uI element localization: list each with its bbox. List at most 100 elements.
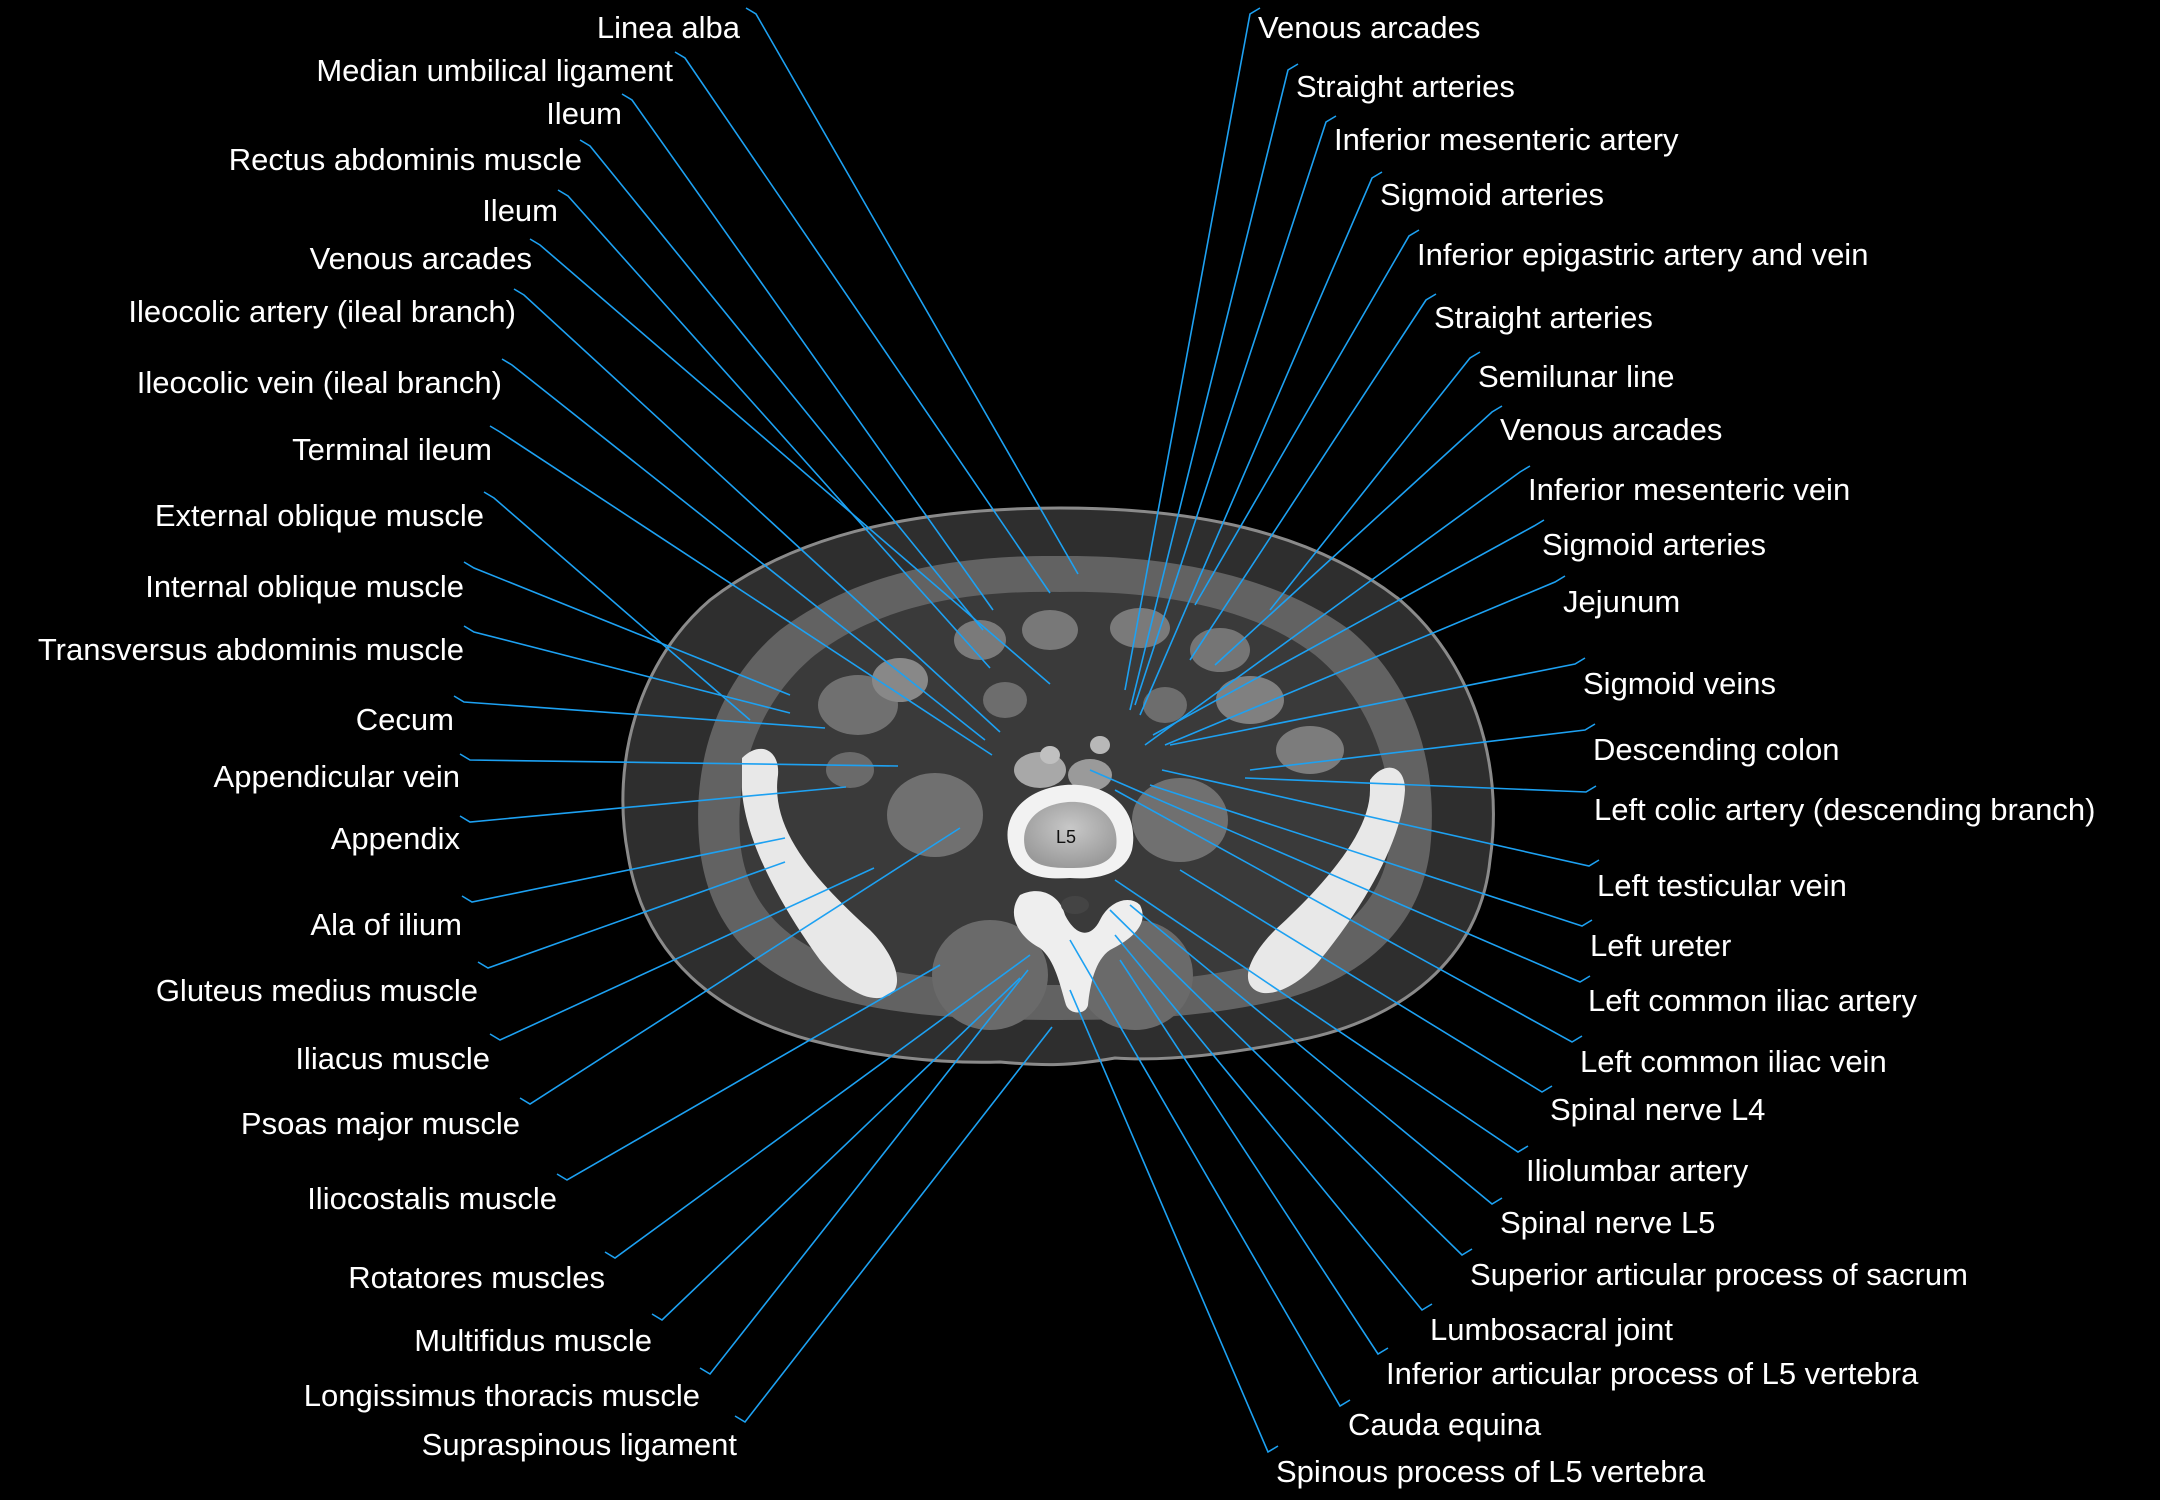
- label-left-5-venous-arcades: Venous arcades: [310, 241, 532, 276]
- leader-line: [1214, 405, 1503, 666]
- leader-line: [745, 7, 1079, 575]
- leader-line: [1189, 293, 1437, 661]
- leader-line: [1164, 575, 1566, 746]
- leader-line: [1161, 769, 1600, 867]
- label-right-8-inferior-mesenteric-vein: Inferior mesenteric vein: [1528, 472, 1850, 507]
- label-right-15-left-ureter: Left ureter: [1590, 928, 1731, 963]
- leader-line: [1124, 7, 1261, 691]
- leader-line: [513, 288, 1001, 733]
- label-right-22-lumbosacral-joint: Lumbosacral joint: [1430, 1312, 1673, 1347]
- leader-line: [1134, 115, 1337, 706]
- leader-line: [1144, 465, 1531, 746]
- l5-posterior-elements: [1013, 891, 1143, 1013]
- label-right-4-inferior-epigastric-artery-and-vein: Inferior epigastric artery and vein: [1417, 237, 1868, 272]
- leader-line: [1114, 879, 1529, 1153]
- leader-line: [1114, 934, 1433, 1312]
- label-left-13-appendicular-vein: Appendicular vein: [214, 759, 460, 794]
- leader-line: [1194, 229, 1420, 606]
- label-left-1-median-umbilical-ligament: Median umbilical ligament: [316, 53, 673, 88]
- leader-line: [463, 625, 791, 714]
- leader-line: [459, 753, 899, 767]
- label-right-17-left-common-iliac-vein: Left common iliac vein: [1580, 1044, 1887, 1079]
- label-right-21-superior-articular-process-of-sacrum: Superior articular process of sacrum: [1470, 1257, 1968, 1292]
- leader-line: [489, 867, 875, 1041]
- leader-line: [453, 695, 826, 729]
- label-right-18-spinal-nerve-l4: Spinal nerve L4: [1550, 1092, 1765, 1127]
- leader-line: [501, 358, 986, 741]
- leader-line: [579, 139, 984, 631]
- leader-line: [674, 51, 1051, 594]
- leader-line: [1069, 939, 1351, 1408]
- left-iliac-bone: [742, 748, 898, 999]
- label-left-7-ileocolic-vein-ileal-branch: Ileocolic vein (ileal branch): [137, 365, 502, 400]
- leader-line: [519, 827, 961, 1105]
- leader-line: [461, 837, 786, 903]
- label-left-22-longissimus-thoracis-muscle: Longissimus thoracis muscle: [304, 1378, 700, 1413]
- label-left-8-terminal-ileum: Terminal ileum: [292, 432, 492, 467]
- label-right-3-sigmoid-arteries: Sigmoid arteries: [1380, 177, 1604, 212]
- label-left-17-iliacus-muscle: Iliacus muscle: [295, 1041, 490, 1076]
- label-right-7-venous-arcades: Venous arcades: [1500, 412, 1722, 447]
- label-right-16-left-common-iliac-artery: Left common iliac artery: [1588, 983, 1918, 1018]
- label-left-21-multifidus-muscle: Multifidus muscle: [414, 1323, 652, 1358]
- leader-line: [604, 954, 1031, 1259]
- label-right-20-spinal-nerve-l5: Spinal nerve L5: [1500, 1205, 1715, 1240]
- label-left-23-supraspinous-ligament: Supraspinous ligament: [422, 1427, 738, 1462]
- leader-lines: [453, 7, 1600, 1454]
- leader-line: [556, 964, 941, 1181]
- leader-line: [699, 969, 1029, 1376]
- leader-line: [1114, 789, 1583, 1043]
- leader-line: [1139, 171, 1383, 716]
- label-left-12-cecum: Cecum: [356, 702, 454, 737]
- label-left-14-appendix: Appendix: [331, 821, 461, 856]
- label-left-2-ileum: Ileum: [546, 96, 622, 131]
- leader-line: [1269, 351, 1481, 611]
- label-right-25-spinous-process-of-l5-vertebra: Spinous process of L5 vertebra: [1276, 1454, 1706, 1489]
- label-right-1-straight-arteries: Straight arteries: [1296, 69, 1515, 104]
- label-right-2-inferior-mesenteric-artery: Inferior mesenteric artery: [1334, 122, 1679, 157]
- label-left-15-ala-of-ilium: Ala of ilium: [310, 907, 462, 942]
- leader-line: [1179, 869, 1553, 1093]
- label-left-0-linea-alba: Linea alba: [597, 10, 741, 45]
- label-right-9-sigmoid-arteries: Sigmoid arteries: [1542, 527, 1766, 562]
- leader-line: [1119, 959, 1389, 1356]
- leader-line: [529, 238, 1051, 685]
- label-right-0-venous-arcades: Venous arcades: [1258, 10, 1480, 45]
- label-right-14-left-testicular-vein: Left testicular vein: [1597, 868, 1847, 903]
- leader-line: [621, 93, 994, 611]
- label-right-5-straight-arteries: Straight arteries: [1434, 300, 1653, 335]
- label-left-19-iliocostalis-muscle: Iliocostalis muscle: [307, 1181, 557, 1216]
- leader-line: [1129, 904, 1503, 1205]
- label-right-24-cauda-equina: Cauda equina: [1348, 1407, 1542, 1442]
- label-left-10-internal-oblique-muscle: Internal oblique muscle: [145, 569, 464, 604]
- label-left-16-gluteus-medius-muscle: Gluteus medius muscle: [156, 973, 478, 1008]
- label-left-4-ileum: Ileum: [482, 193, 558, 228]
- label-right-10-jejunum: Jejunum: [1563, 584, 1680, 619]
- label-right-12-descending-colon: Descending colon: [1593, 732, 1839, 767]
- label-left-18-psoas-major-muscle: Psoas major muscle: [241, 1106, 520, 1141]
- label-right-11-sigmoid-veins: Sigmoid veins: [1583, 666, 1776, 701]
- right-iliac-bone: [1247, 767, 1405, 994]
- leader-line: [1089, 769, 1591, 983]
- leader-line: [1169, 657, 1586, 746]
- label-left-11-transversus-abdominis-muscle: Transversus abdominis muscle: [38, 632, 464, 667]
- label-right-6-semilunar-line: Semilunar line: [1478, 359, 1674, 394]
- leader-line: [1109, 909, 1473, 1257]
- leader-line: [734, 1026, 1053, 1424]
- leader-line: [1249, 723, 1596, 771]
- label-left-6-ileocolic-artery-ileal-branch: Ileocolic artery (ileal branch): [128, 294, 516, 329]
- leader-line: [1152, 519, 1545, 736]
- label-right-19-iliolumbar-artery: Iliolumbar artery: [1526, 1153, 1749, 1188]
- leader-line: [1129, 63, 1299, 711]
- ct-scan-image: L5: [621, 506, 1495, 1067]
- label-left-3-rectus-abdominis-muscle: Rectus abdominis muscle: [229, 142, 582, 177]
- vertebra-label: L5: [1056, 827, 1076, 847]
- label-right-23-inferior-articular-process-of-l5-vertebra: Inferior articular process of L5 vertebr…: [1386, 1356, 1919, 1391]
- leader-line: [1244, 777, 1597, 793]
- leader-line: [463, 561, 791, 696]
- leader-line: [477, 861, 786, 969]
- leader-line: [483, 491, 751, 721]
- leader-line: [1069, 989, 1279, 1454]
